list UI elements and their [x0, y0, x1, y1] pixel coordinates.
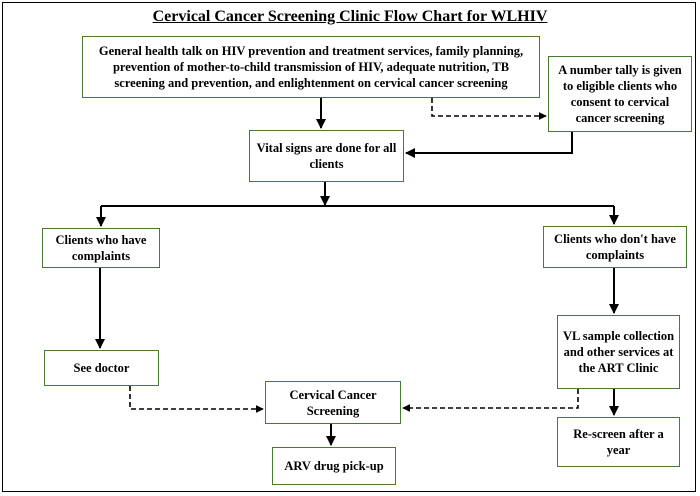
diagram-frame [2, 2, 696, 492]
node-number-tally: A number tally is given to eligible clie… [548, 56, 692, 132]
arrow-talk-to-tally [431, 98, 547, 120]
arrow-doctor-to-screening [129, 386, 264, 413]
node-vital-signs: Vital signs are done for all clients [249, 130, 404, 182]
arrow-vl-to-screening [402, 389, 579, 412]
node-clients-with-complaints: Clients who have complaints [42, 228, 160, 268]
node-see-doctor: See doctor [44, 350, 159, 386]
node-clients-without-complaints: Clients who don't have complaints [543, 226, 687, 268]
diagram-title: Cervical Cancer Screening Clinic Flow Ch… [152, 8, 548, 25]
node-vl-sample: VL sample collection and other services … [557, 315, 680, 389]
node-rescreen: Re-screen after a year [557, 417, 680, 467]
arrow-tally-to-vitals [405, 132, 573, 158]
node-arv-pickup: ARV drug pick-up [272, 447, 396, 485]
node-cervical-screening: Cervical Cancer Screening [265, 381, 401, 424]
node-health-talk: General health talk on HIV prevention an… [82, 36, 540, 98]
